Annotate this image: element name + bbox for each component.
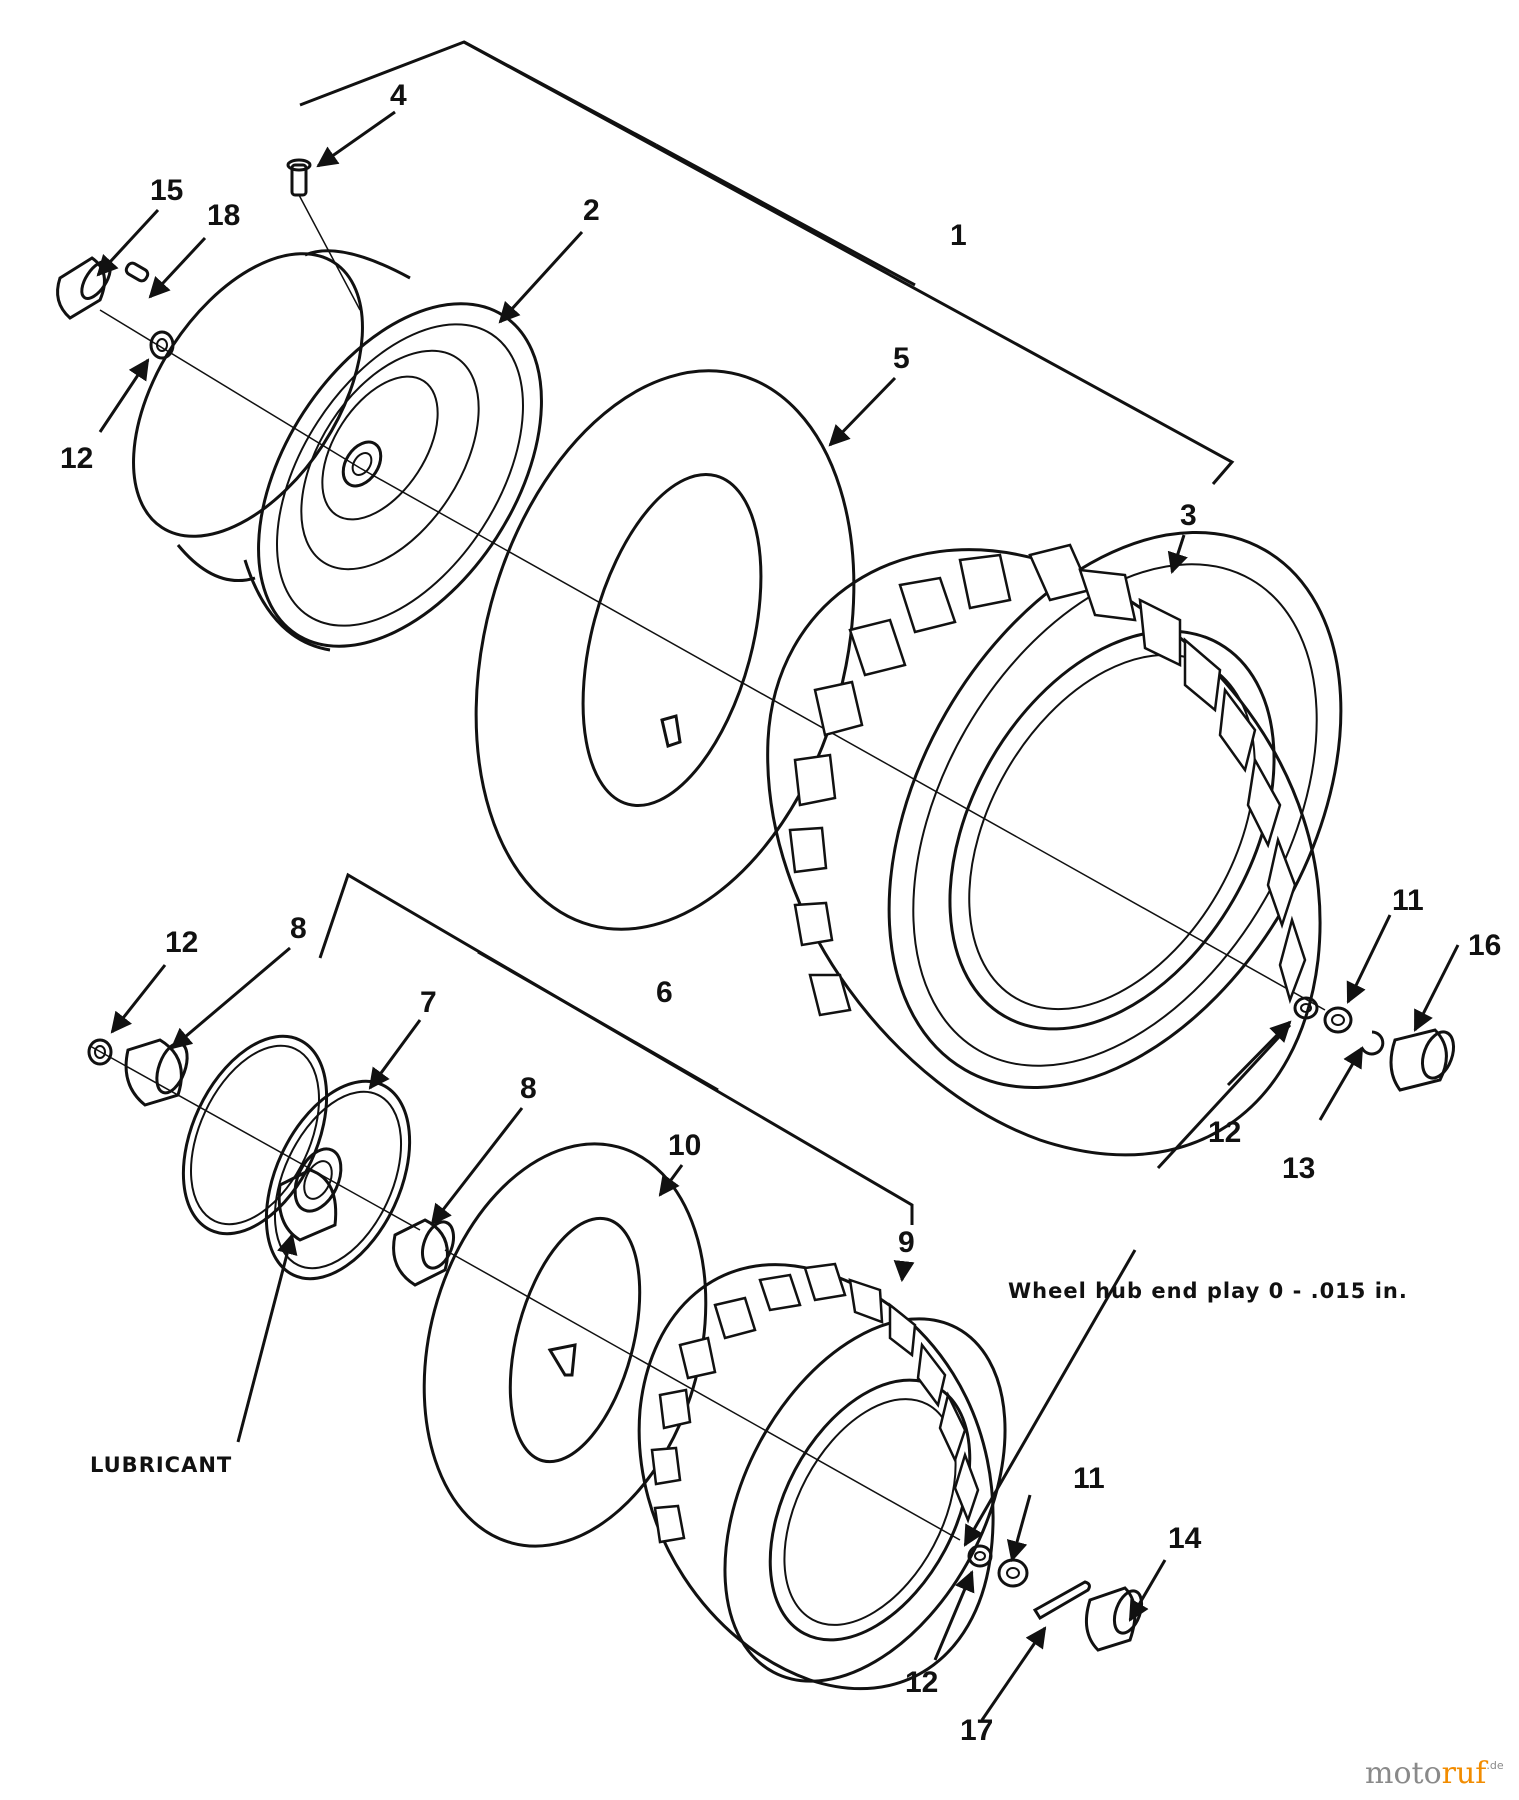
- callout-11a: 11: [1392, 884, 1424, 917]
- callout-7: 7: [420, 986, 437, 1019]
- svg-text:motoruf.de: motoruf.de: [1365, 1756, 1504, 1791]
- lower-wheel-hub: [181, 1034, 412, 1281]
- callout-8b: 8: [520, 1072, 537, 1105]
- lower-right-small-parts: [967, 1544, 1144, 1652]
- callout-5: 5: [893, 342, 910, 375]
- callout-labels: 1 2 3 4 5 6 7 8 8 9 10 11 11 12 12 12 12…: [60, 79, 1501, 1747]
- lubricant-note: LUBRICANT: [90, 1453, 232, 1477]
- upper-assembly-bracket: [299, 40, 1235, 485]
- rim-bolt: [286, 158, 361, 311]
- callout-13: 13: [1282, 1152, 1315, 1185]
- callout-14: 14: [1168, 1522, 1202, 1555]
- callout-1: 1: [950, 219, 967, 252]
- callout-12d: 12: [905, 1666, 938, 1699]
- callout-16: 16: [1468, 929, 1501, 962]
- upper-right-small-parts: [1293, 996, 1456, 1092]
- callout-3: 3: [1180, 499, 1197, 532]
- callout-6: 6: [656, 976, 673, 1009]
- lower-inner-tube: [422, 1142, 708, 1548]
- callout-12b: 12: [165, 926, 198, 959]
- upper-inner-tube: [474, 369, 856, 931]
- callout-12a: 12: [60, 442, 93, 475]
- upper-axis-line: [359, 467, 1326, 1011]
- upper-wheel-rim: [132, 249, 543, 652]
- upper-tire-tread: [788, 543, 1307, 1017]
- callout-15: 15: [150, 174, 183, 207]
- lower-left-small-parts: [87, 1038, 421, 1231]
- callout-17: 17: [960, 1714, 993, 1747]
- callout-11b: 11: [1073, 1462, 1105, 1495]
- callout-2: 2: [583, 194, 600, 227]
- lower-tire-tread: [650, 1262, 980, 1544]
- end-play-note: Wheel hub end play 0 - .015 in.: [1008, 1279, 1408, 1303]
- callout-12c: 12: [1208, 1116, 1241, 1149]
- callout-4: 4: [390, 79, 407, 112]
- watermark-logo: motoruf.de: [1365, 1756, 1504, 1791]
- upper-tire: [766, 531, 1343, 1157]
- callout-leaders: [96, 110, 1460, 1721]
- lower-tire: [637, 1262, 1007, 1691]
- callout-10: 10: [668, 1129, 701, 1162]
- callout-9: 9: [898, 1226, 915, 1259]
- lower-assembly-bracket: [318, 872, 914, 1225]
- callout-18: 18: [207, 199, 240, 232]
- callout-8a: 8: [290, 912, 307, 945]
- upper-small-parts: [56, 256, 361, 469]
- lower-bearing: [392, 1218, 961, 1541]
